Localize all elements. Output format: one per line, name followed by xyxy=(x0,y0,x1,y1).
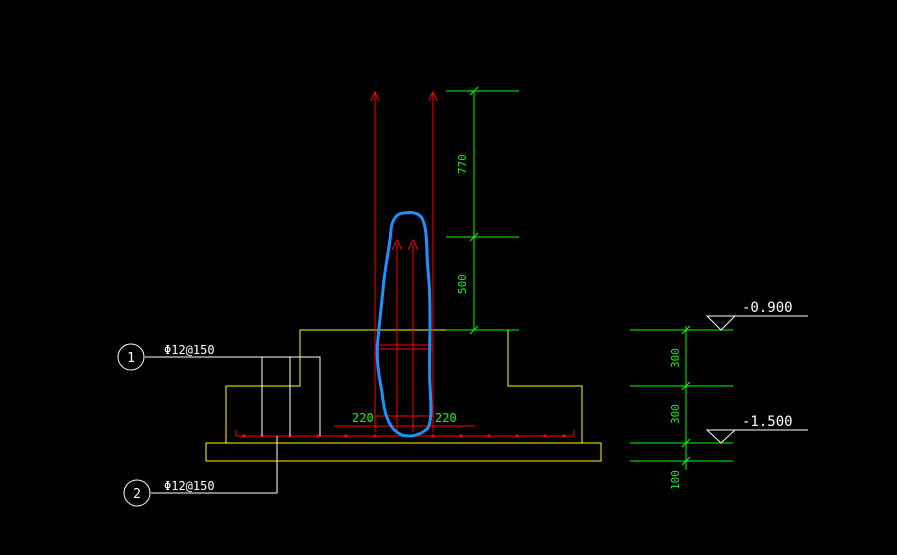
level-triangle-icon xyxy=(705,315,737,331)
leader-lines xyxy=(145,356,321,494)
dim-tick xyxy=(681,325,691,335)
rebar-dot xyxy=(459,434,463,438)
level-value-1: -0.900 xyxy=(742,300,793,316)
callout-2: 2 Φ12@150 xyxy=(123,479,215,507)
callout-1-spec: Φ12@150 xyxy=(164,343,215,357)
callout-1: 1 Φ12@150 xyxy=(117,343,215,371)
callout-1-bubble xyxy=(117,343,145,371)
level-dim-300-b: 300 xyxy=(669,404,682,424)
footing-outline xyxy=(205,329,602,462)
level-marker-2: -1.500 xyxy=(705,414,808,444)
dim-label-220-left: 220 xyxy=(352,411,374,425)
dim-label-220-right: 220 xyxy=(435,411,457,425)
rebar-dot xyxy=(487,434,491,438)
callout-1-leader xyxy=(145,356,321,436)
level-dimension-chain xyxy=(630,325,733,470)
callout-2-bubble xyxy=(123,479,151,507)
column-bar-left-hook xyxy=(370,90,380,102)
rebar-dot xyxy=(431,434,435,438)
highlight-outline xyxy=(375,211,433,438)
level-value-2: -1.500 xyxy=(742,414,793,430)
rebar-dot xyxy=(373,434,377,438)
dowel-bar-left-hook xyxy=(391,238,403,251)
level-triangle-icon xyxy=(705,429,737,444)
footing-step-outline xyxy=(225,329,583,443)
level-dim-100: 100 xyxy=(669,470,682,490)
rebar-dot xyxy=(543,434,547,438)
rebar-dot xyxy=(316,434,320,438)
callout-2-number: 2 xyxy=(133,487,141,502)
rebar-dot xyxy=(515,434,519,438)
dim-label-500: 500 xyxy=(456,274,469,294)
dowel-bar-right-hook xyxy=(407,238,419,251)
dim-tick xyxy=(469,232,479,242)
footing-base-pad xyxy=(205,442,602,462)
dim-tick xyxy=(469,86,479,96)
column-dimension-chain xyxy=(446,86,519,335)
rebar-dot xyxy=(562,434,566,438)
callout-2-spec: Φ12@150 xyxy=(164,479,215,493)
dim-label-770: 770 xyxy=(456,154,469,174)
column-bar-right-hook xyxy=(428,90,438,102)
callout-2-leader xyxy=(151,436,278,494)
dim-tick xyxy=(681,381,691,391)
dim-tick xyxy=(681,438,691,448)
callout-1-number: 1 xyxy=(127,351,135,366)
level-dim-300-a: 300 xyxy=(669,348,682,368)
rebar xyxy=(235,90,575,437)
rebar-dot xyxy=(242,434,246,438)
level-marker-1: -0.900 xyxy=(705,300,808,331)
rebar-dot xyxy=(344,434,348,438)
dim-tick xyxy=(469,325,479,335)
dim-tick xyxy=(681,456,691,466)
